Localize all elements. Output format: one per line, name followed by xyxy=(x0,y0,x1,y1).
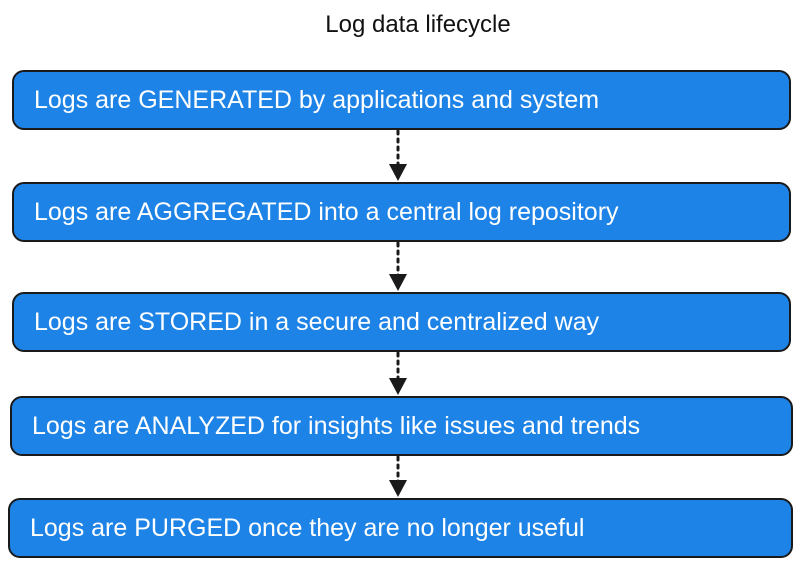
step-aggregated-label: Logs are AGGREGATED into a central log r… xyxy=(34,197,619,226)
diagram-title: Log data lifecycle xyxy=(325,11,511,38)
step-analyzed: Logs are ANALYZED for insights like issu… xyxy=(10,396,793,456)
step-purged-label: Logs are PURGED once they are no longer … xyxy=(30,513,585,542)
arrow-aggregated-to-stored xyxy=(386,242,410,292)
step-stored-label: Logs are STORED in a secure and centrali… xyxy=(34,307,600,336)
step-aggregated: Logs are AGGREGATED into a central log r… xyxy=(12,182,791,242)
arrow-generated-to-aggregated xyxy=(386,130,410,182)
arrow-analyzed-to-purged xyxy=(386,456,410,498)
step-analyzed-label: Logs are ANALYZED for insights like issu… xyxy=(32,411,641,440)
step-generated-label: Logs are GENERATED by applications and s… xyxy=(34,85,600,114)
step-purged: Logs are PURGED once they are no longer … xyxy=(8,498,793,558)
step-generated: Logs are GENERATED by applications and s… xyxy=(12,70,791,130)
arrow-stored-to-analyzed xyxy=(386,352,410,396)
step-stored: Logs are STORED in a secure and centrali… xyxy=(12,292,791,352)
